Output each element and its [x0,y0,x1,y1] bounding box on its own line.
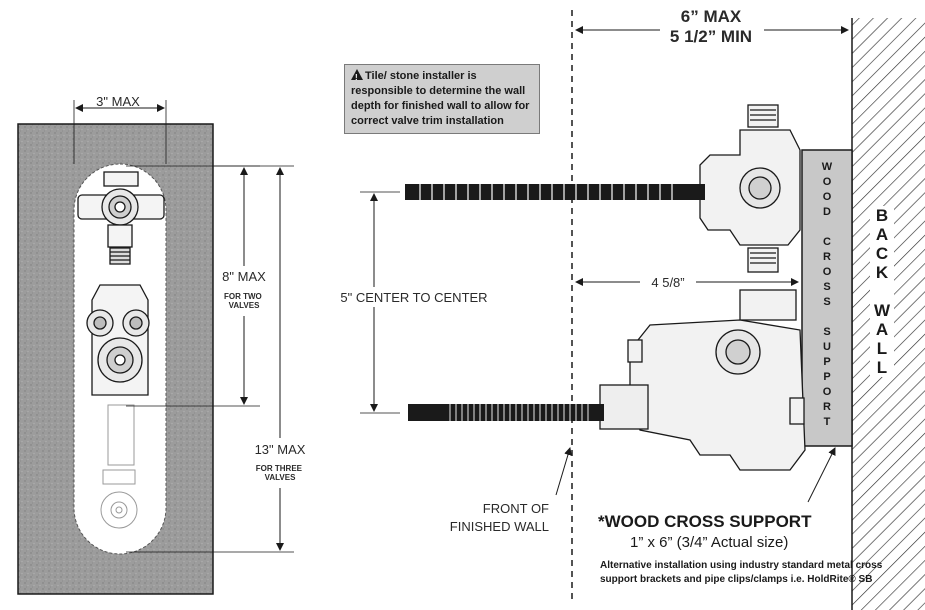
wood-cross-support [801,149,853,447]
wood-support-letter: S [823,326,831,338]
wood-support-letter: O [822,386,832,398]
wall-depth-min-label: 5 1/2” MIN [670,27,752,46]
wood-support-letter [825,220,828,235]
wood-support-letter: S [823,296,831,308]
upper-valve-side [699,104,801,273]
lower-stem-threads [449,404,589,421]
lower-valve-front [86,284,150,396]
upper-valve-front [77,171,165,265]
warning-triangle-icon [351,69,363,85]
wood-support-letter: U [823,341,831,353]
back-wall-letter: C [875,244,889,263]
valve-depth-label: 4 5/8” [651,275,684,290]
support-leader [807,447,836,503]
width-label: 3" MAX [96,94,140,109]
lower-stem [408,404,604,421]
back-wall-letter: L [876,358,888,377]
back-wall-letter: B [875,206,889,225]
wood-support-letter: O [822,176,832,188]
installer-note-text: Tile/ stone installer is responsible to … [351,70,530,127]
finished-wall-leader [555,447,572,496]
height-two-sub: FOR TWO VALVES [224,292,264,310]
wood-support-letter: W [821,161,833,173]
wood-support-letter: P [823,356,831,368]
support-size: 1” x 6” (3/4” Actual size) [630,534,789,551]
center-to-center-label: 5" CENTER TO CENTER [340,290,487,305]
wood-support-letter: C [823,236,831,248]
back-wall-letter: W [873,301,891,320]
wood-support-letter: T [823,416,831,428]
wood-support-letter: P [823,371,831,383]
upper-stem-threads [419,184,673,200]
back-wall-letter: A [875,320,889,339]
support-note: Alternative installation using industry … [600,560,883,585]
installer-note: Tile/ stone installer is responsible to … [344,64,540,134]
back-wall-letter [880,282,885,301]
front-wall-label-1: FRONT OF [483,501,549,516]
wood-support-letter: D [823,206,831,218]
front-wall-label-2: FINISHED WALL [450,519,549,534]
height-three-label: 13" MAX [255,442,306,457]
height-three-sub-line1: FOR THREE [256,464,303,473]
wall-depth-max-label: 6” MAX [681,7,742,26]
height-two-sub-line1: FOR TWO [224,292,262,301]
third-valve-outline [100,404,138,529]
wood-support-letter: R [823,251,831,263]
height-three-sub-line2: VALVES [265,473,296,482]
back-wall-letter: K [875,263,889,282]
wood-support-letter: O [822,191,832,203]
wood-support-letter: S [823,281,831,293]
back-wall-letter: L [876,339,888,358]
wood-support-letter: O [822,266,832,278]
height-two-sub-line2: VALVES [229,301,260,310]
height-two-label: 8" MAX [222,269,266,284]
support-title: *WOOD CROSS SUPPORT [598,512,812,531]
lower-valve-side [599,289,806,471]
wood-support-letter: R [823,401,831,413]
height-three-sub: FOR THREE VALVES [256,464,304,482]
back-wall-letter: A [875,225,889,244]
front-view: 3" MAX 8" MAX FOR TWO VALVES 13" MAX FOR… [17,94,310,595]
wood-support-letter [825,310,828,325]
